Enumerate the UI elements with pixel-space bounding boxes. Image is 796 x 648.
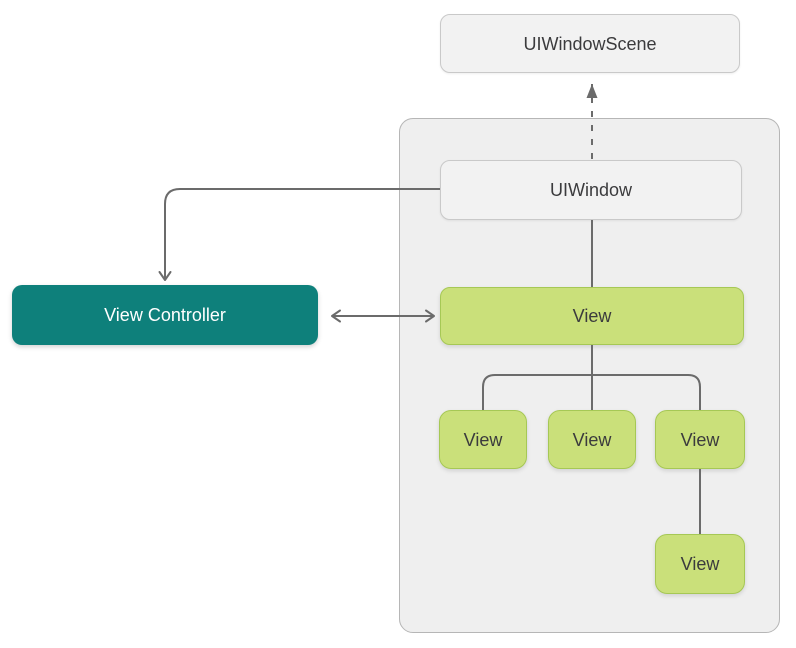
node-nested-subview: View bbox=[655, 534, 745, 594]
node-subview-1: View bbox=[439, 410, 527, 469]
node-subview-3: View bbox=[655, 410, 745, 469]
node-subview-1-label: View bbox=[463, 429, 503, 450]
node-uiwindowscene-label: UIWindowScene bbox=[523, 33, 657, 54]
node-subview-3-label: View bbox=[680, 429, 720, 450]
node-root-view: View bbox=[440, 287, 744, 345]
node-nested-subview-label: View bbox=[680, 554, 720, 574]
node-root-view-label: View bbox=[572, 306, 612, 326]
node-uiwindowscene: UIWindowScene bbox=[440, 14, 740, 73]
node-subview-2-label: View bbox=[572, 429, 612, 450]
node-uiwindow-label: UIWindow bbox=[549, 180, 633, 200]
node-view-controller: View Controller bbox=[12, 285, 318, 345]
node-uiwindow: UIWindow bbox=[440, 160, 742, 220]
node-subview-2: View bbox=[548, 410, 636, 469]
node-view-controller-label: View Controller bbox=[104, 305, 226, 325]
